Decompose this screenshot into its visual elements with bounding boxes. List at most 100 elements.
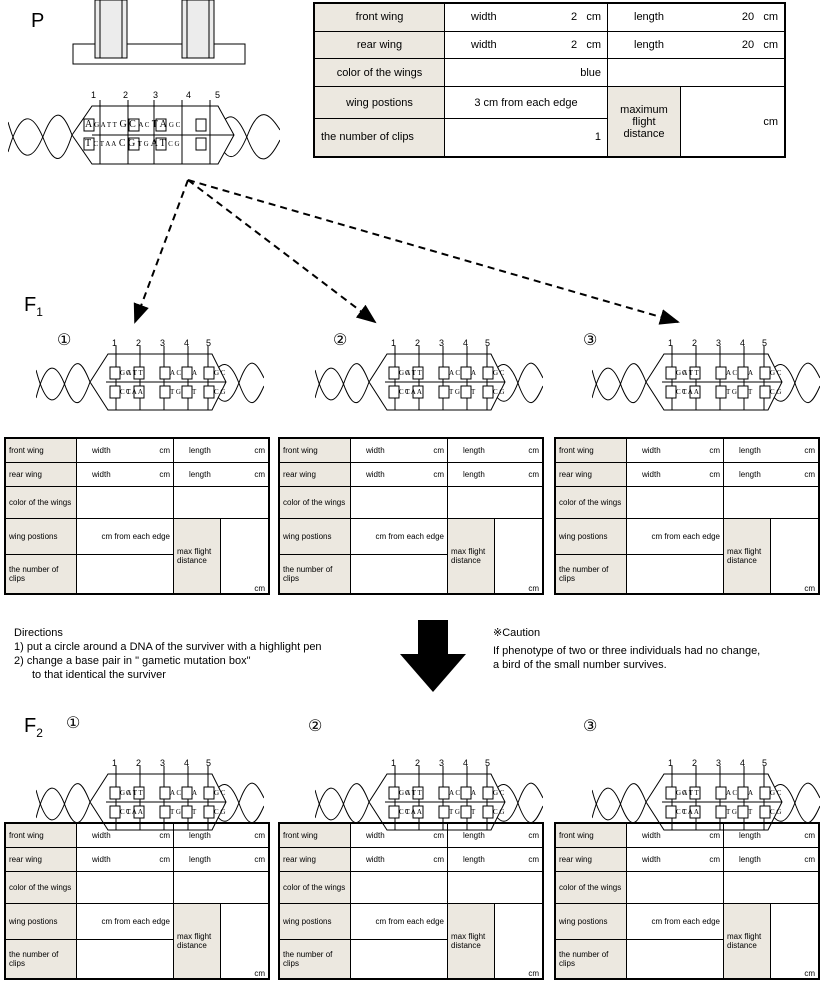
color-value — [350, 485, 448, 519]
max-flight-label: max flight distance — [173, 517, 221, 595]
base: C G — [493, 388, 505, 396]
base: G — [119, 119, 127, 130]
individual-marker: ③ — [583, 332, 598, 349]
length-label: length — [739, 830, 761, 840]
base: G A T T — [676, 369, 699, 377]
length-label: length — [463, 469, 485, 479]
front-wing-label: front wing — [278, 822, 351, 848]
unit: cm — [433, 469, 444, 479]
base: A — [159, 119, 167, 130]
pos-3: 3 — [716, 758, 722, 768]
unit: cm — [528, 445, 539, 455]
color-value — [76, 485, 174, 519]
caution-line-2: a bird of the small number survives. — [493, 659, 667, 671]
max-flight-value: cm — [494, 902, 544, 980]
unit: cm — [709, 830, 720, 840]
rear-wing-label: rear wing — [554, 846, 627, 872]
max-flight-value: cm — [770, 902, 820, 980]
base: T G — [170, 808, 181, 816]
base: A — [748, 789, 754, 797]
unit: cm — [433, 854, 444, 864]
width-label: width — [642, 469, 661, 479]
empty-cell — [447, 870, 544, 904]
length-label: length — [739, 445, 761, 455]
base: C T A A — [120, 388, 143, 396]
unit: cm — [586, 39, 601, 52]
positions-label: wing postions — [554, 902, 627, 940]
width-label: width — [366, 854, 385, 864]
base: T G — [170, 388, 181, 396]
pos-2: 2 — [136, 338, 142, 348]
pos-1: 1 — [112, 338, 118, 348]
pos-1: 1 — [668, 758, 674, 768]
unit: cm — [159, 445, 170, 455]
rear-width-cell: width cm — [350, 846, 448, 872]
front-wing-label: front wing — [554, 822, 627, 848]
pos-3: 3 — [716, 338, 722, 348]
unit: cm — [159, 854, 170, 864]
pos-2: 2 — [692, 338, 698, 348]
width-label: width — [471, 39, 497, 52]
color-label: color of the wings — [4, 485, 77, 519]
base: G C — [214, 369, 226, 377]
unit: cm — [254, 445, 265, 455]
unit: cm — [763, 11, 778, 24]
base: G C — [493, 789, 505, 797]
base: G A T T — [399, 789, 422, 797]
base: A — [150, 138, 158, 149]
individual-marker: ① — [66, 715, 81, 732]
unit: cm — [159, 830, 170, 840]
base: G A T T — [676, 789, 699, 797]
width-label: width — [92, 854, 111, 864]
length-label: length — [463, 830, 485, 840]
max-flight-label: max flight distance — [173, 902, 221, 980]
empty-cell — [723, 870, 820, 904]
f2-letter: F — [24, 715, 37, 737]
clips-label: the number of clips — [278, 938, 351, 980]
down-arrow-icon — [400, 620, 466, 692]
max-flight-label: max flight distance — [723, 517, 771, 595]
base: C — [682, 388, 687, 396]
directions-line-2: 2) change a base pair in " gametic mutat… — [14, 655, 251, 667]
directions: Directions 1) put a circle around a DNA … — [14, 626, 322, 682]
base: T — [192, 808, 197, 816]
pos-2: 2 — [692, 758, 698, 768]
f1-subscript: 1 — [36, 305, 43, 319]
color-value — [350, 870, 448, 904]
unit: cm — [159, 469, 170, 479]
base: C T A A — [93, 140, 117, 148]
width-label: width — [366, 830, 385, 840]
clips-label: the number of clips — [4, 553, 77, 595]
clips-value — [350, 553, 448, 595]
positions-label: wing postions — [4, 902, 77, 940]
base: T G — [449, 808, 460, 816]
caution: ※Caution If phenotype of two or three in… — [493, 626, 760, 672]
base: A C — [170, 369, 182, 377]
positions-value: cm from each edge — [626, 902, 724, 940]
base: A — [471, 789, 477, 797]
front-wing-label: front wing — [313, 2, 445, 32]
width-label: width — [642, 445, 661, 455]
clips-value — [626, 553, 724, 595]
base: G — [126, 369, 132, 377]
rear-wing-label: rear wing — [554, 461, 627, 487]
base: T — [151, 119, 158, 130]
pos-1: 1 — [391, 758, 397, 768]
unit: cm — [528, 584, 539, 593]
front-width-value: 2 — [571, 11, 578, 24]
f2-subscript: 2 — [36, 726, 43, 740]
offspring-top-strand: G A T T G A C A G C — [676, 789, 781, 797]
